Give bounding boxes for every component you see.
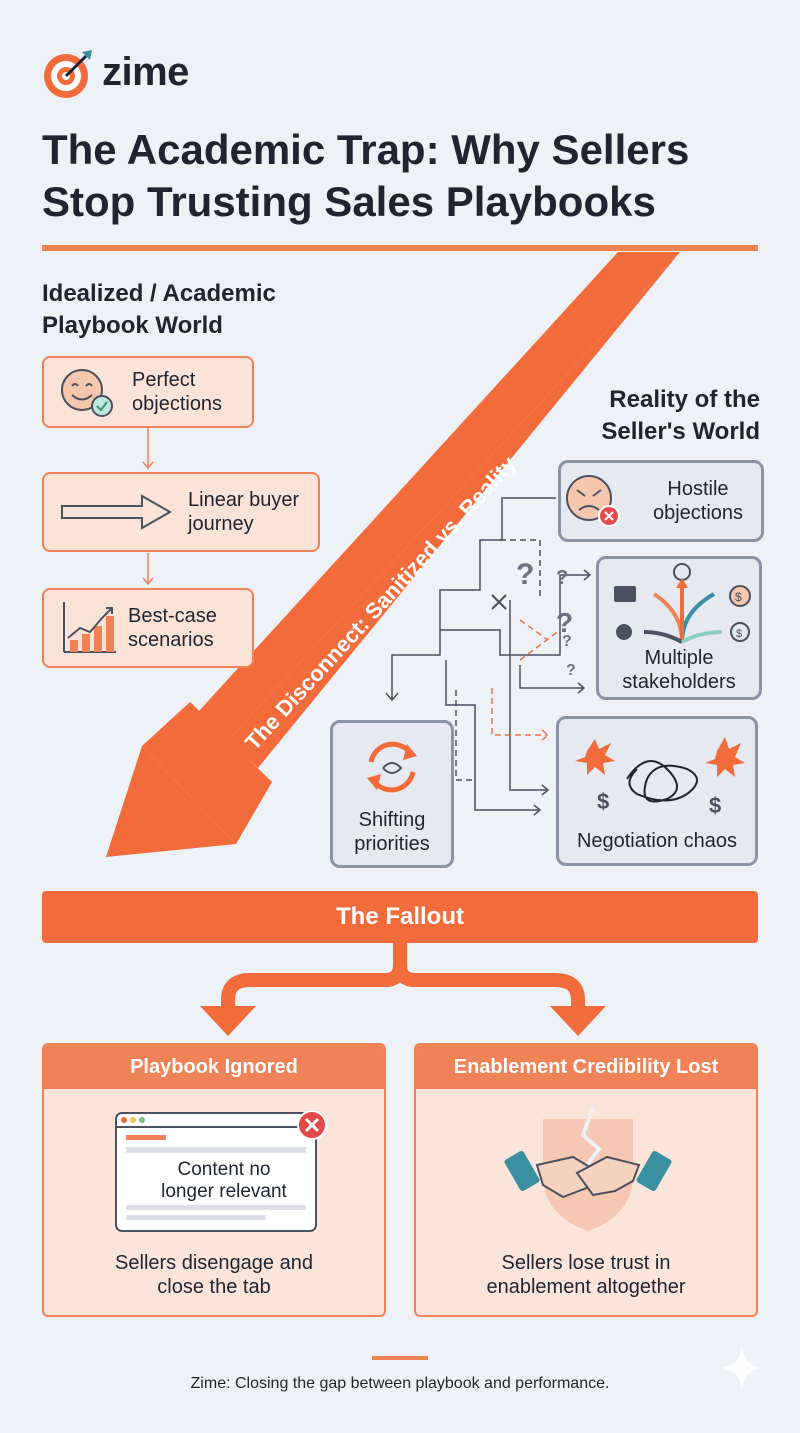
fallout-card-credibility-lost: Enablement Credibility Lost Sellers lose… — [414, 1043, 758, 1317]
playbook-item-label: Best-case scenarios — [128, 605, 217, 651]
fallout-heading: The Fallout — [42, 891, 758, 943]
cycle-arrows-icon — [367, 741, 417, 793]
question-marks: ? ? ? ? ? — [516, 558, 576, 679]
browser-content-text: Content no longer relevant — [161, 1159, 287, 1202]
brand-logo — [42, 48, 94, 100]
playbook-item-linear-journey: Linear buyer journey — [42, 472, 320, 552]
chaos-dashed — [455, 539, 541, 781]
svg-text:?: ? — [562, 633, 572, 650]
card-caption: Sellers lose trust in enablement altoget… — [486, 1252, 686, 1298]
seller-item-label: Multiple stakeholders — [622, 647, 736, 693]
svg-text:?: ? — [556, 567, 568, 589]
disconnect-arrow — [106, 252, 680, 857]
seller-item-label: Shifting priorities — [354, 809, 430, 855]
footer-text: Zime: Closing the gap between playbook a… — [190, 1375, 610, 1392]
card-caption: Sellers disengage and close the tab — [115, 1252, 313, 1298]
smiley-check-icon — [61, 369, 113, 417]
svg-text:$: $ — [735, 590, 742, 604]
title-divider — [42, 245, 758, 251]
seller-item-shifting-priorities: Shifting priorities — [330, 720, 454, 868]
playbook-world-heading: Idealized / Academic Playbook World — [42, 280, 276, 339]
diverging-arrows-icon: $ $ — [614, 563, 751, 644]
playbook-item-label: Linear buyer journey — [188, 489, 300, 535]
page-title: The Academic Trap: Why Sellers Stop Trus… — [42, 126, 690, 225]
svg-text:?: ? — [516, 558, 534, 591]
footer-divider — [372, 1356, 428, 1360]
card-title: Playbook Ignored — [44, 1045, 384, 1089]
straight-arrow-icon — [61, 494, 173, 530]
svg-text:?: ? — [566, 662, 576, 679]
svg-text:$: $ — [597, 789, 609, 814]
angry-face-icon — [566, 475, 620, 527]
seller-item-negotiation-chaos: $ $ Negotiation chaos — [556, 716, 758, 866]
target-logo-icon — [44, 50, 92, 98]
brand-name: zime — [102, 50, 189, 94]
seller-item-hostile-objections: Hostile objections — [558, 460, 764, 542]
svg-text:$: $ — [709, 793, 721, 818]
fallout-connectors — [200, 943, 606, 1036]
playbook-item-best-case: Best-case scenarios — [42, 588, 254, 668]
playbook-connectors — [142, 428, 154, 586]
playbook-item-perfect-objections: Perfect objections — [42, 356, 254, 428]
card-title: Enablement Credibility Lost — [416, 1045, 756, 1089]
chaos-connectors — [385, 497, 592, 816]
broken-handshake-icon — [504, 1106, 672, 1231]
browser-window-close-icon: Content no longer relevant — [114, 1111, 336, 1233]
confusion-marks — [491, 594, 507, 610]
fallout-card-playbook-ignored: Playbook Ignored Content no longer relev… — [42, 1043, 386, 1317]
seller-world-heading: Reality of the Seller's World — [601, 386, 760, 445]
svg-text:$: $ — [736, 628, 742, 640]
tangle-icon: $ $ — [575, 737, 745, 818]
seller-item-label: Negotiation chaos — [576, 830, 738, 852]
seller-item-multiple-stakeholders: $ $ Multiple stakeholders — [596, 556, 762, 700]
chaos-orange-dashed — [491, 619, 561, 741]
playbook-item-label: Perfect objections — [132, 369, 223, 415]
rising-bar-chart-icon — [63, 602, 116, 653]
svg-text:?: ? — [556, 607, 573, 638]
seller-item-label: Hostile objections — [652, 478, 744, 524]
sparkle-icon — [722, 1346, 762, 1390]
